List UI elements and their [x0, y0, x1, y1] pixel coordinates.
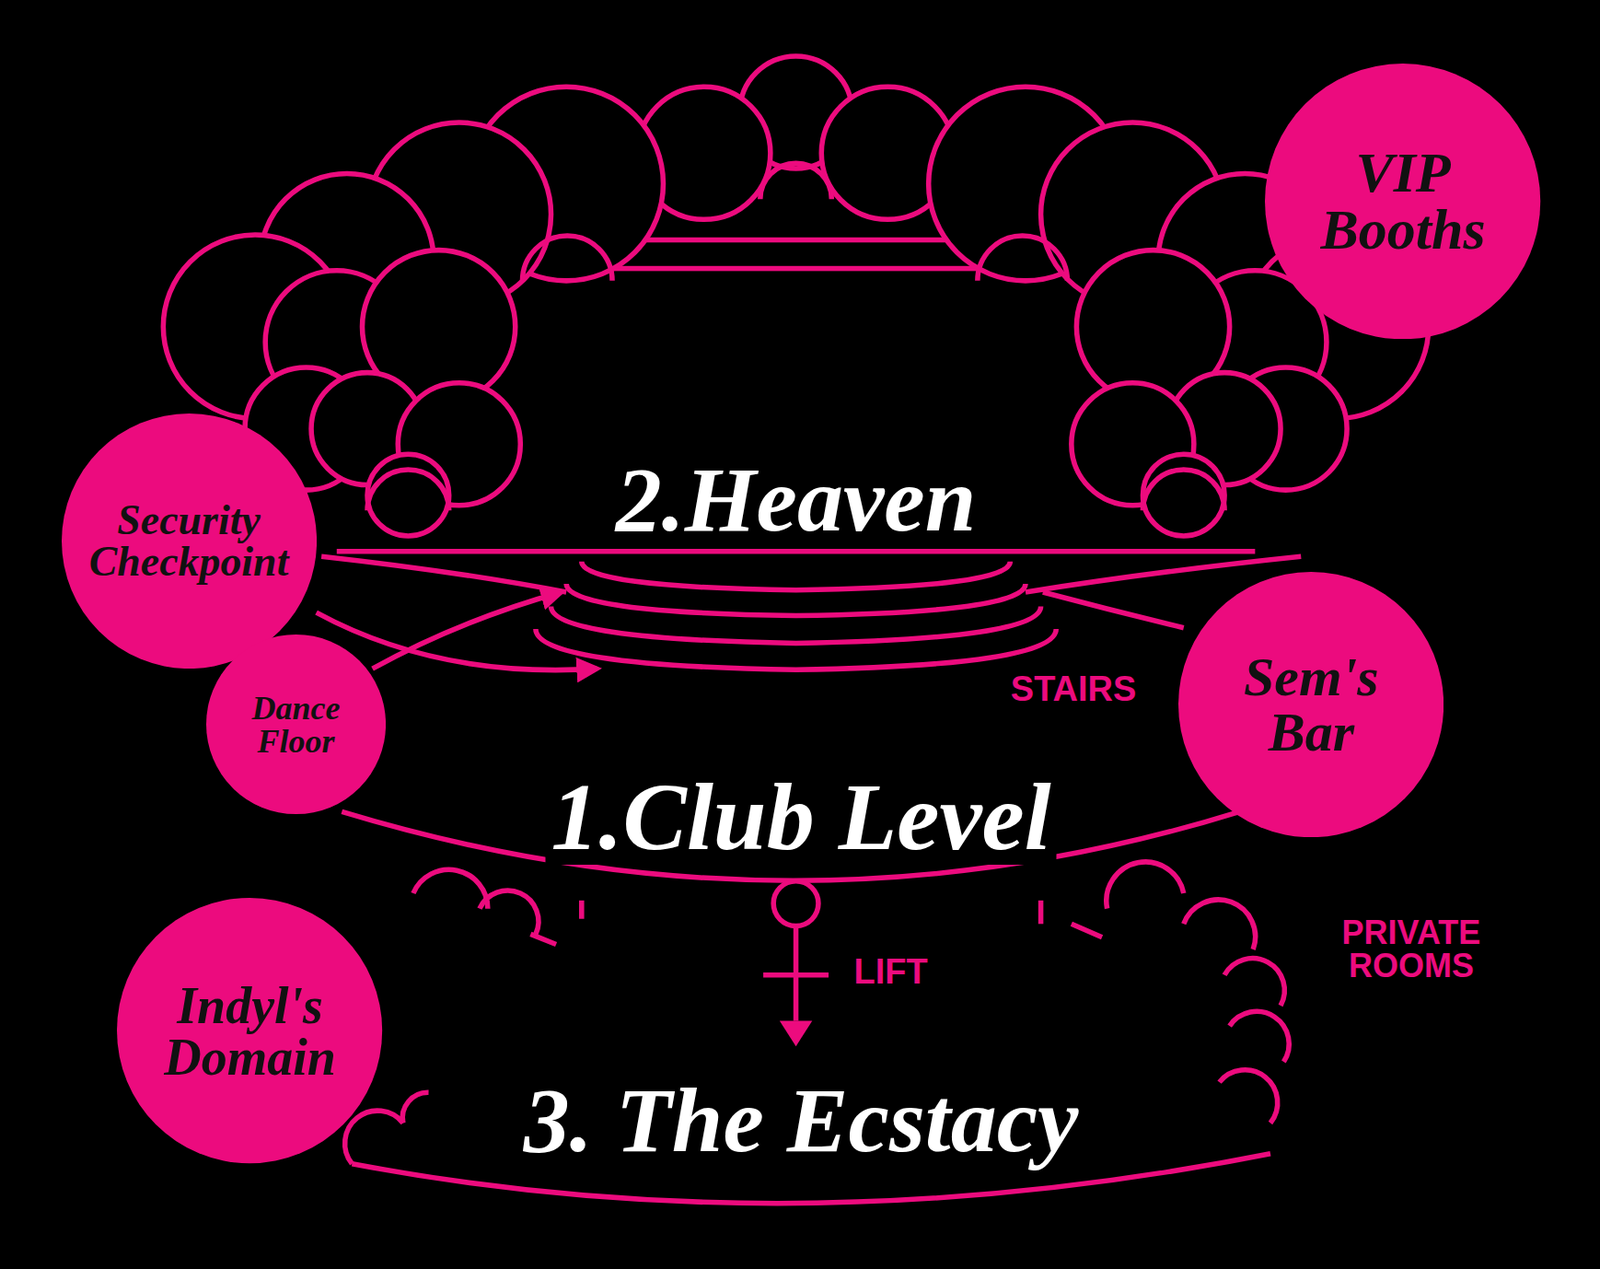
circle-text-group: VIP Booths — [1297, 143, 1509, 258]
place-name: Security Checkpoint — [73, 498, 304, 584]
circle-text-group: Security Checkpoint — [73, 498, 304, 584]
checkpoint-circle: Security Checkpoint — [61, 413, 317, 669]
rooms-label: PRIVATE ROOMS — [1304, 914, 1519, 985]
place-name: Dance Floor — [231, 691, 360, 758]
circle-text-group: Dance Floor — [231, 691, 360, 758]
level-name: 2.Heaven — [610, 453, 983, 546]
bar-circle: Sem's Bar — [1178, 571, 1444, 837]
circle-text-group: Indyl's Domain — [144, 979, 357, 1083]
place-name: Sem's Bar — [1209, 649, 1413, 760]
vip-circle: VIP Booths — [1264, 63, 1541, 339]
level-name: 1.Club Level — [545, 768, 1057, 865]
place-name: VIP Booths — [1297, 143, 1509, 258]
domain-circle: Indyl's Domain — [116, 897, 383, 1163]
stairs-and-paths — [316, 551, 1302, 1204]
dance-floor-circle: Dance Floor — [206, 634, 386, 814]
lift-arrowhead — [779, 1020, 812, 1047]
stairs-label: STAIRS — [1005, 669, 1143, 708]
lift-label: LIFT — [848, 951, 934, 991]
level-name: 3. The Ecstacy — [518, 1074, 1085, 1167]
circle-text-group: Sem's Bar — [1209, 649, 1413, 760]
place-name: Indyl's Domain — [144, 979, 357, 1083]
